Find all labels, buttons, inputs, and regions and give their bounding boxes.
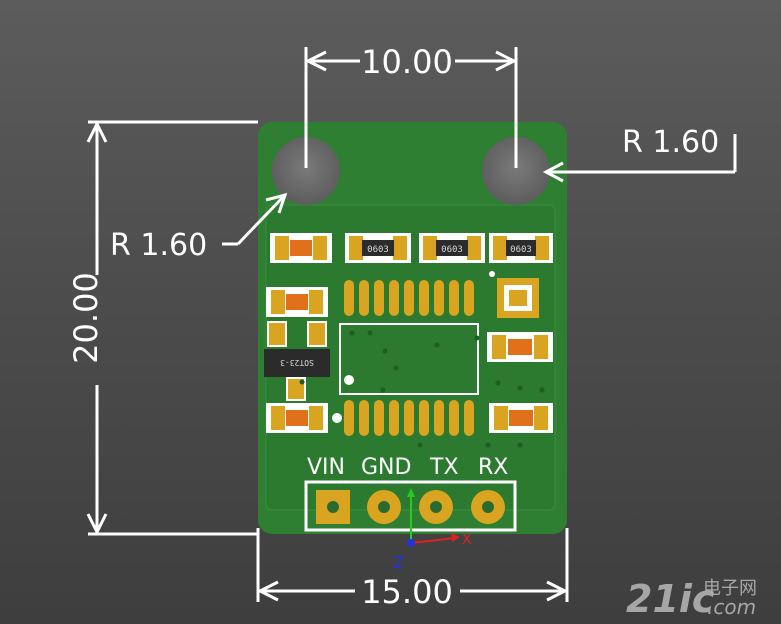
sot23-label: SOT23-3 [280, 358, 314, 367]
cap-label-c: 0603 [510, 245, 532, 255]
dimension-board-height [86, 120, 258, 536]
main-ic-pads-top [344, 280, 474, 316]
main-ic-outline [339, 323, 479, 395]
pin-label-tx: TX [429, 455, 459, 480]
smd-cap-right-2 [489, 403, 553, 433]
smd-cap-topleft [270, 233, 332, 263]
axis-label-z: Z [393, 553, 404, 572]
ic-marker-dot [332, 413, 342, 423]
axis-label-x: X [462, 532, 472, 548]
qfn-chip [489, 271, 539, 318]
smd-cap-left-2 [266, 403, 328, 433]
cap-label-a: 0603 [367, 245, 389, 255]
dimension-hole-spacing-label: 10.00 [361, 43, 453, 81]
pin-label-gnd: GND [361, 455, 411, 480]
watermark-site-top: 电子网 [703, 578, 757, 599]
smd-cap-left-1 [266, 287, 328, 317]
smd-cap-0603-c: 0603 [489, 233, 553, 263]
watermark-site-bottom: .com [707, 595, 756, 619]
radius-leader-right [542, 134, 737, 183]
main-ic-pads-bottom [344, 400, 474, 436]
radius-leader-left [222, 192, 288, 246]
radius-label-right: R 1.60 [622, 125, 719, 160]
smd-cap-0603-b: 0603 [419, 233, 485, 263]
watermark: 21ic 电子网 .com [626, 577, 757, 621]
pin-header-pads [316, 490, 505, 524]
smd-cap-right-1 [487, 332, 553, 362]
dimension-board-width-label: 15.00 [361, 573, 453, 611]
watermark-brand: 21ic [626, 577, 715, 621]
pin-label-vin: VIN [307, 455, 345, 480]
main-ic-pin1-dot [344, 375, 354, 385]
dimension-hole-spacing [304, 47, 518, 168]
pin-label-rx: RX [478, 455, 508, 480]
axis-indicator: Z X [393, 488, 472, 572]
smd-cap-0603-a: 0603 [345, 233, 411, 263]
cap-label-b: 0603 [441, 245, 463, 255]
radius-label-left: R 1.60 [110, 228, 207, 263]
dimension-board-height-label: 20.00 [67, 272, 105, 364]
vias [299, 330, 545, 448]
mounting-hole-right [482, 137, 550, 205]
mounting-hole-left [272, 137, 340, 205]
dimension-board-width [256, 528, 569, 602]
